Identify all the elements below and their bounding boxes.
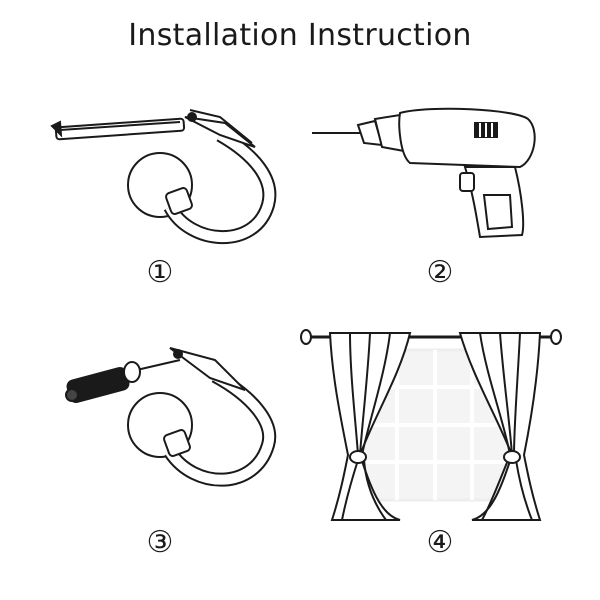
step-4-number: ④	[426, 525, 454, 560]
electric-drill-icon	[312, 107, 536, 239]
step-3-number: ③	[146, 525, 174, 560]
step-2-number: ②	[426, 255, 454, 290]
step-1-panel: ①	[20, 95, 300, 325]
curtain-tieback-icon	[300, 329, 562, 521]
step-3-panel: ③	[20, 340, 300, 570]
step-4-panel: ④	[300, 315, 580, 560]
screwdriver-mount-icon	[65, 347, 277, 487]
page-title: Installation Instruction	[128, 18, 472, 53]
clip-screwdriver-icon	[50, 109, 277, 245]
step-2-panel: ②	[300, 95, 580, 325]
step-1-number: ①	[146, 255, 174, 290]
